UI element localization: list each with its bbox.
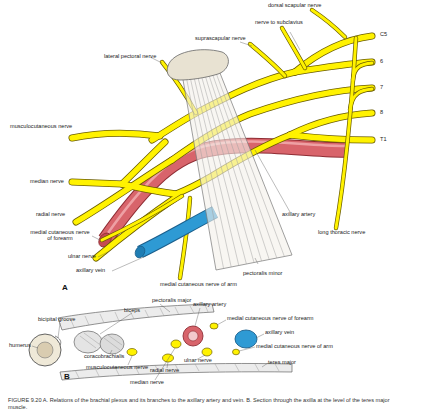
muscle-label: coracobrachialis: [84, 354, 124, 360]
leader-line: [255, 150, 290, 212]
root-label: C5: [380, 32, 387, 38]
nerve-label: ulnar nerve: [68, 254, 96, 260]
nerve-label: median nerve: [30, 179, 64, 185]
root-label: 8: [380, 110, 383, 116]
leader-line: [100, 313, 132, 334]
vessel-label: axillary artery: [193, 302, 226, 308]
nerve-label: medial cutaneous nerve of forearm: [28, 230, 92, 242]
bone-label: humerus: [9, 343, 31, 349]
radial-section: [163, 354, 174, 362]
muscle-hatching: [80, 333, 122, 350]
median-section: [171, 340, 181, 348]
bone-label: bicipital groove: [38, 317, 75, 323]
leader-line: [195, 308, 200, 326]
muscle-hatching: [75, 364, 279, 378]
nerve-label: dorsal scapular nerve: [268, 3, 321, 9]
root-label: T1: [380, 137, 387, 143]
musculocutaneous-section: [127, 349, 137, 356]
vein-section: [235, 330, 257, 348]
branch-nerves: [102, 10, 372, 278]
nerve-label: nerve to subclavius: [255, 20, 303, 26]
marrow-cavity: [37, 342, 53, 358]
arm-cutaneous-section: [233, 349, 240, 355]
nerve-label: radial nerve: [36, 212, 65, 218]
leader-line: [32, 346, 38, 348]
nerve-label: medial cutaneous nerve of forearm: [227, 316, 313, 322]
nerve-label: medial cutaneous nerve of arm: [256, 344, 333, 350]
muscle-label: pectoralis major: [152, 298, 191, 304]
nerve-label: lateral pectoral nerve: [104, 54, 156, 60]
vessel-label: axillary vein: [265, 330, 294, 336]
root-label: 6: [380, 59, 383, 65]
muscle-hatching: [70, 305, 208, 327]
leader-lines: [92, 32, 300, 271]
bicipital-groove: [55, 336, 61, 345]
leader-line: [58, 323, 60, 338]
nerve-label: ulnar nerve: [184, 358, 212, 364]
nerve-label: musculocutaneous nerve: [86, 365, 148, 371]
ulnar-section: [202, 348, 212, 356]
nerve-label: long thoracic nerve: [318, 230, 365, 236]
vein-cut-end: [133, 245, 146, 260]
leader-line: [290, 32, 300, 50]
figure-caption: FIGURE 9.20 A. Relations of the brachial…: [8, 397, 408, 410]
coracoid-process: [167, 50, 228, 80]
nerve-label: radial nerve: [150, 368, 179, 374]
leader-line: [262, 363, 268, 367]
nerve-label: musculocutaneous nerve: [10, 124, 72, 130]
vessel-label: axillary artery: [282, 212, 315, 218]
vein-outline: [140, 212, 215, 252]
forearm-cutaneous-section: [210, 323, 218, 329]
muscle-label: biceps: [124, 308, 140, 314]
muscle-label: pectoralis minor: [243, 271, 282, 277]
leader-line: [217, 320, 226, 325]
leader-line: [128, 356, 132, 365]
nerve-sections: [127, 323, 240, 362]
leader-line: [160, 304, 170, 312]
muscle-label: teres major: [268, 360, 296, 366]
leader-line: [240, 42, 252, 46]
leader-line: [239, 347, 255, 351]
leader-line: [92, 236, 100, 240]
pectoralis-minor: [182, 68, 292, 270]
leader-line: [98, 252, 108, 257]
leader-line: [112, 256, 146, 271]
nerve-label: medial cutaneous nerve of arm: [160, 282, 237, 288]
nerve-outline: [102, 10, 372, 278]
teres-major: [60, 363, 292, 380]
artery-lumen: [188, 331, 198, 341]
nerve-label: median nerve: [130, 380, 164, 386]
panel-letter: A: [62, 284, 68, 292]
leader-line: [256, 334, 264, 338]
vessel-label: axillary vein: [76, 268, 105, 274]
axillary-vein: [140, 212, 215, 252]
panel-letter: B: [64, 373, 70, 381]
muscle-striations: [186, 69, 285, 269]
artery-section: [183, 326, 203, 346]
leader-line: [155, 348, 175, 380]
humerus-section: [29, 334, 61, 366]
nerve-label: suprascapular nerve: [195, 36, 246, 42]
root-label: 7: [380, 85, 383, 91]
leader-line: [255, 258, 258, 264]
